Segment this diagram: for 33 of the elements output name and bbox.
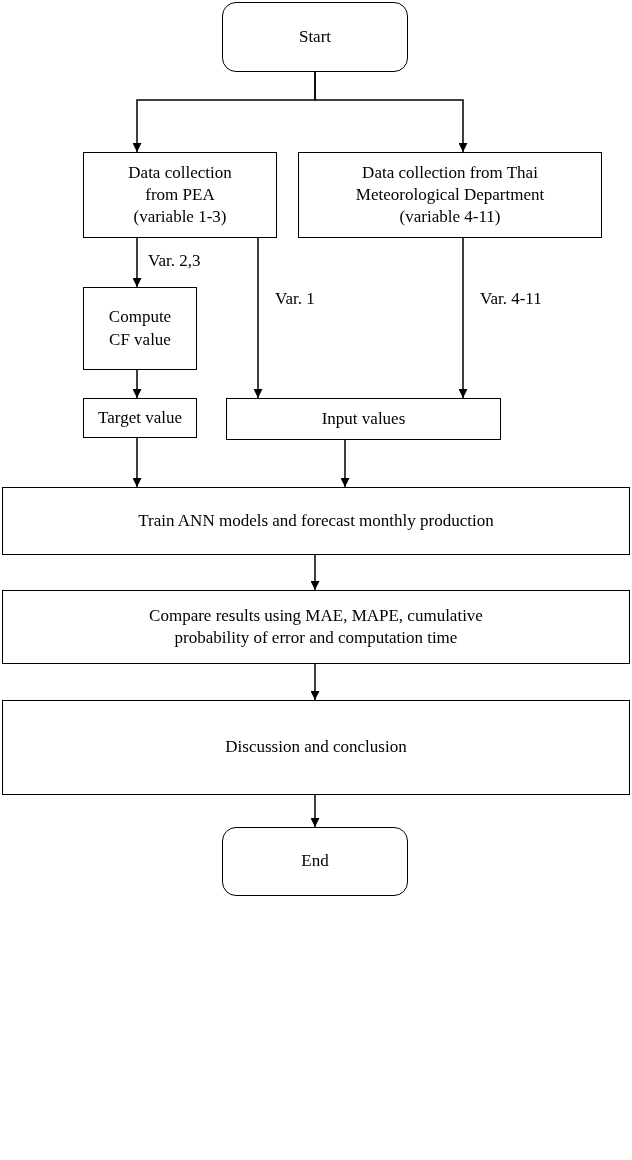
arrow xyxy=(310,554,320,591)
arrow xyxy=(310,663,320,701)
process-box xyxy=(2,487,630,555)
arrow xyxy=(253,237,263,399)
box-text: Data collection from Thai Meteorological Department (variable 4-11) xyxy=(354,161,546,229)
box-text: Compare results using MAE, MAPE, cumulative probability of error and computation time xyxy=(148,604,484,649)
arrow xyxy=(132,369,142,399)
arrow xyxy=(458,237,468,399)
box-text: Train ANN models and forecast monthly production xyxy=(138,509,494,532)
process-box xyxy=(2,700,630,795)
terminal-box xyxy=(222,2,408,72)
arrow xyxy=(132,237,142,288)
terminal-box xyxy=(222,827,408,896)
process-box xyxy=(298,152,602,238)
box-text: Target value xyxy=(98,406,182,429)
edge-label: Var. 1 xyxy=(275,290,315,307)
arrow xyxy=(132,437,142,488)
process-box xyxy=(83,398,197,438)
process-box xyxy=(83,287,197,370)
process-box xyxy=(2,590,630,664)
edge-label: Var. 2,3 xyxy=(148,252,201,269)
arrow xyxy=(310,794,320,828)
box-text: Discussion and conclusion xyxy=(225,736,407,759)
box-text: Data collection from PEA (variable 1-3) xyxy=(127,161,233,229)
arrow xyxy=(340,439,350,488)
box-text: Compute CF value xyxy=(107,306,173,351)
edge-label: Var. 4-11 xyxy=(480,290,542,307)
process-box xyxy=(83,152,277,238)
box-text: Start xyxy=(298,25,332,48)
arrow xyxy=(314,71,468,153)
process-box xyxy=(226,398,501,440)
box-text: Input values xyxy=(321,407,406,430)
box-text: End xyxy=(301,850,329,873)
